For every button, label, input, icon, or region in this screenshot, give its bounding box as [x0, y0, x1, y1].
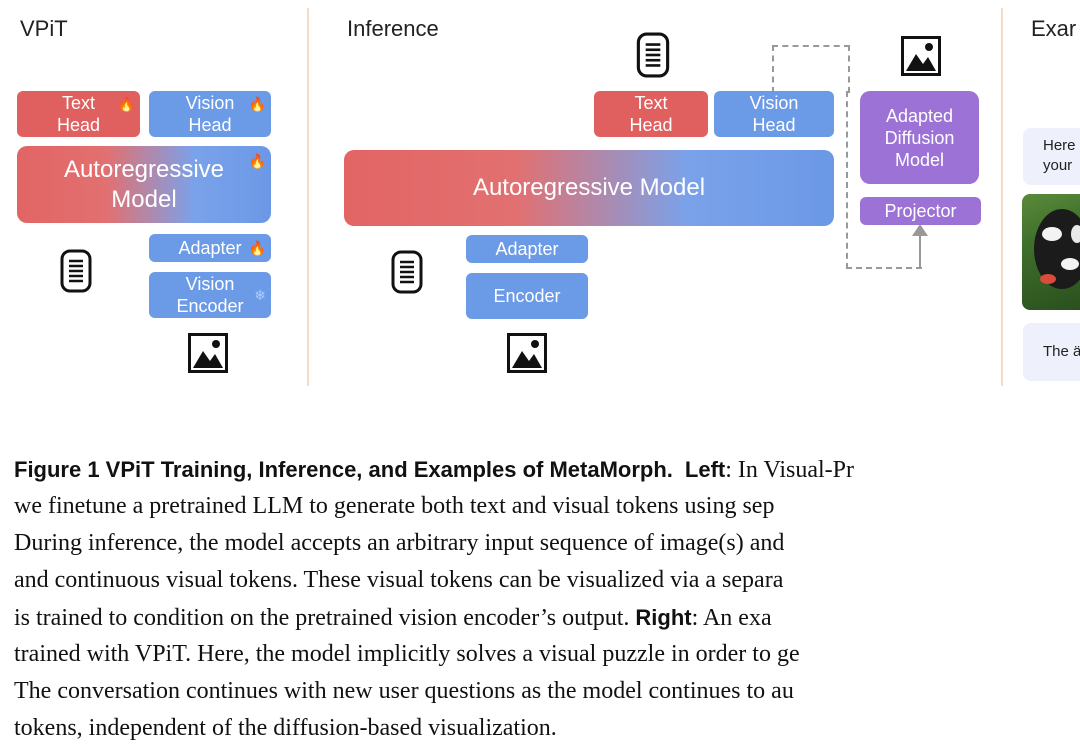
mid-encoder: Encoder — [466, 273, 588, 319]
bubble1-line2: your — [1043, 157, 1073, 174]
dashed-connector-down — [846, 91, 922, 269]
mid-encoder-label: Encoder — [493, 286, 561, 306]
projector-label: Projector — [884, 201, 957, 221]
fire-icon: 🔥 — [248, 96, 266, 112]
caption-line5-b: : An exa — [691, 605, 772, 631]
caption-line-7: The conversation continues with new user… — [14, 678, 794, 704]
vpit-title: VPiT — [20, 16, 68, 41]
mid-text-head-line2: Head — [629, 115, 673, 135]
image-icon — [901, 36, 941, 76]
bubble1-line1: Here — [1043, 137, 1076, 154]
document-icon — [60, 249, 92, 293]
projector-arrow-shaft — [919, 232, 921, 268]
chat-bubble-response: The ä — [1023, 323, 1080, 381]
mid-adapter-label: Adapter — [495, 239, 559, 259]
caption-line-2: we finetune a pretrained LLM to generate… — [14, 493, 775, 519]
left-text-head-line1: Text — [61, 93, 95, 113]
left-adapter-label: Adapter — [178, 238, 242, 258]
mid-model-label: Autoregressive Model — [472, 174, 706, 201]
diffusion-line3: Model — [894, 149, 945, 170]
divider-right — [1001, 8, 1003, 386]
document-icon — [391, 250, 423, 294]
mid-autoregressive-model: Autoregressive Model — [344, 150, 834, 226]
projector: Projector — [860, 197, 981, 225]
fire-icon: 🔥 — [248, 153, 266, 169]
caption-figure-label: Figure 1 VPiT Training, Inference, and E… — [14, 457, 673, 482]
left-adapter: Adapter 🔥 — [149, 234, 271, 262]
dashed-connector-top — [772, 45, 850, 93]
left-encoder-line2: Encoder — [176, 296, 244, 316]
mid-vision-head-line2: Head — [752, 115, 796, 135]
examples-title: Exar — [1031, 16, 1077, 41]
caption-line-6: trained with VPiT. Here, the model impli… — [14, 641, 800, 667]
caption-line5-a: is trained to condition on the pretraine… — [14, 605, 630, 631]
left-encoder-line1: Vision — [185, 274, 235, 294]
figure-caption: Figure 1 VPiT Training, Inference, and E… — [14, 451, 1080, 747]
caption-line-3: During inference, the model accepts an a… — [14, 530, 785, 556]
diffusion-line1: Adapted — [885, 105, 954, 126]
snowflake-icon: ❄ — [254, 287, 266, 303]
left-model-line2: Model — [111, 185, 177, 213]
left-text-head-line2: Head — [56, 115, 101, 135]
chat-bubble-user: Here your — [1023, 128, 1080, 185]
butterfly-photo — [1022, 194, 1080, 310]
caption-line-5: is trained to condition on the pretraine… — [14, 599, 1080, 636]
mid-vision-head-line1: Vision — [749, 93, 799, 113]
mid-adapter: Adapter — [466, 235, 588, 263]
caption-right-label: Right — [635, 605, 692, 630]
divider-left — [307, 8, 309, 386]
caption-line-8: tokens, independent of the diffusion-bas… — [14, 715, 557, 741]
left-vision-head-line1: Vision — [185, 93, 235, 113]
fire-icon: 🔥 — [248, 240, 266, 256]
image-icon — [507, 333, 547, 373]
fire-icon: 🔥 — [117, 96, 135, 112]
bubble2-text: The ä — [1043, 343, 1080, 360]
diffusion-line2: Diffusion — [884, 127, 955, 148]
caption-left-label: Left — [684, 457, 726, 482]
left-vision-head-line2: Head — [188, 115, 232, 135]
arrow-up-icon — [912, 224, 928, 236]
mid-text-head-line1: Text — [634, 93, 668, 113]
caption-line-4: and continuous visual tokens. These visu… — [14, 567, 784, 593]
left-model-line1: Autoregressive — [63, 155, 225, 183]
caption-line-1: Figure 1 VPiT Training, Inference, and E… — [14, 451, 1080, 488]
caption-line1-rest: : In Visual-Pr — [725, 457, 855, 483]
document-icon — [636, 32, 670, 78]
image-icon — [188, 333, 228, 373]
inference-title: Inference — [347, 16, 439, 41]
